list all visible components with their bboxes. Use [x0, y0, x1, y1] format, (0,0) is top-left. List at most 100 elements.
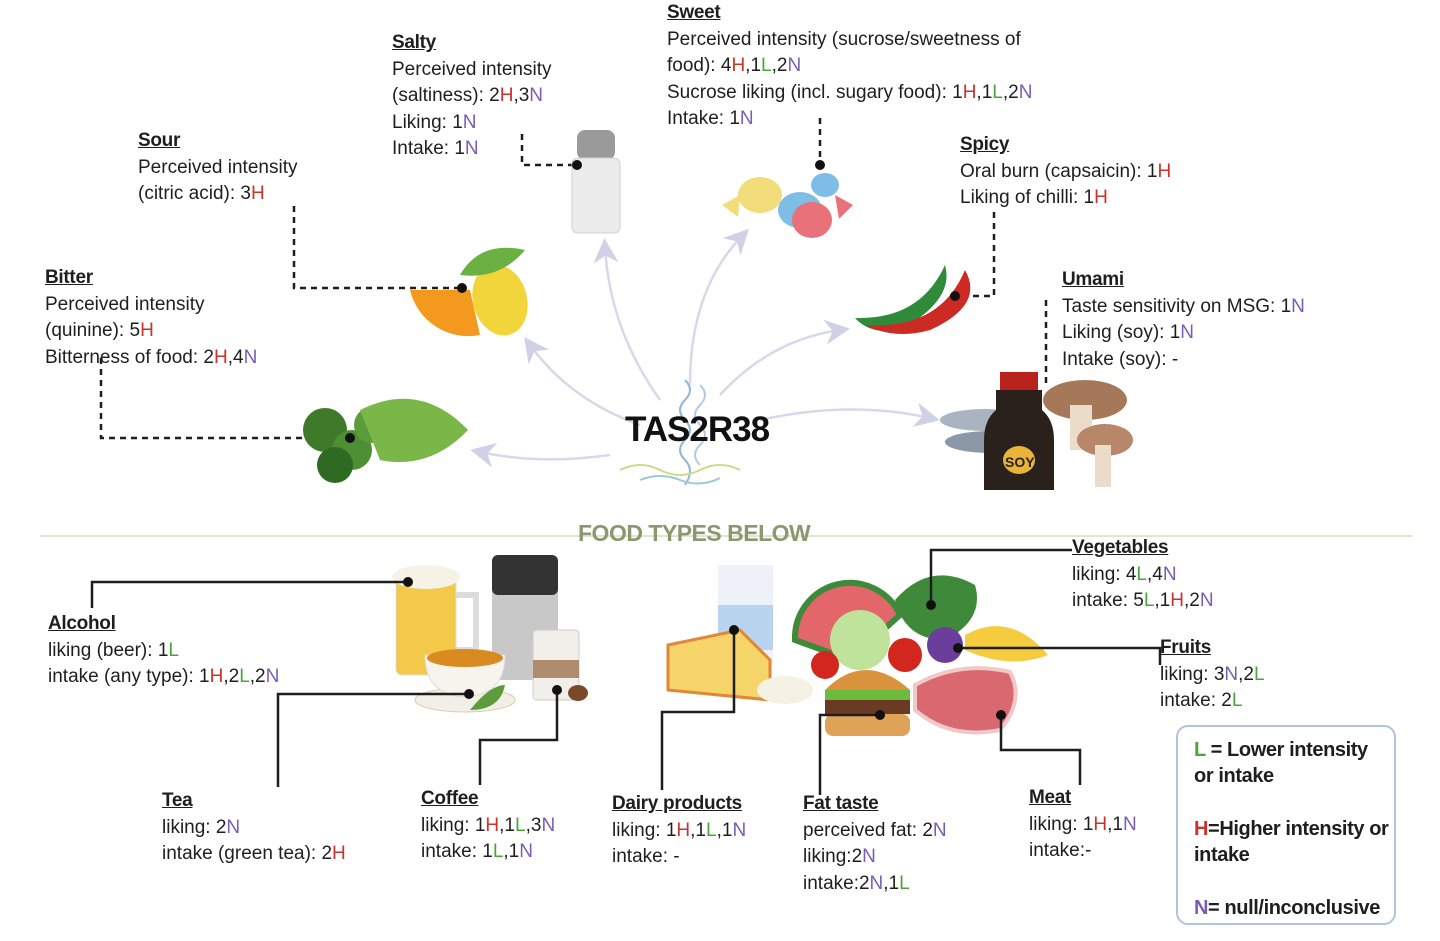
food-coffee: Coffee liking: 1H,1L,3N intake: 1L,1N [421, 786, 555, 866]
taste-sour: Sour Perceived intensity (citric acid): … [138, 128, 297, 208]
result-code: H [485, 814, 500, 836]
taste-line: Perceived intensity [392, 58, 552, 80]
result-code: H [731, 55, 746, 76]
taste-title: Sour [138, 130, 181, 151]
candies-icon [722, 173, 853, 238]
result-code: L [515, 814, 526, 836]
taste-line: Liking (soy): 1N [1062, 322, 1195, 343]
food-fat-taste: Fat taste perceived fat: 2N liking:2N in… [803, 791, 947, 897]
arrow-umami [759, 402, 940, 427]
result-code: N [869, 872, 884, 894]
taste-line: (quinine): 5H [45, 320, 154, 341]
legend-letter: N [1194, 897, 1209, 919]
taste-line: Intake (soy): - [1062, 348, 1179, 370]
taste-bitter: Bitter Perceived intensity (quinine): 5H… [45, 265, 257, 371]
food-vegetables: Vegetables liking: 4L,4N intake: 5L,1H,2… [1072, 535, 1214, 615]
food-tea: Tea liking: 2N intake (green tea): 2H [162, 788, 346, 868]
result-code: H [214, 346, 228, 368]
result-code: N [1123, 813, 1137, 835]
result-code: N [732, 819, 747, 841]
result-code: L [1136, 563, 1147, 585]
food-line: liking (beer): 1L [48, 639, 179, 661]
food-line: intake: 5L,1H,2N [1072, 590, 1214, 611]
taste-line: Oral burn (capsaicin): 1H [960, 160, 1172, 182]
brussels-sprouts-icon [303, 398, 468, 483]
food-title: Coffee [421, 788, 479, 809]
legend-lower: L = Lower intensity or intake [1194, 739, 1368, 787]
taste-line: Intake: 1N [392, 138, 479, 159]
arrow-salty [593, 238, 662, 401]
taste-arrows [470, 228, 940, 468]
chilli-peppers-icon [855, 265, 971, 334]
result-code: H [250, 183, 265, 204]
food-line: intake:- [1029, 840, 1092, 861]
legend-letter: H [1194, 818, 1209, 840]
result-code: L [239, 666, 250, 687]
result-code: N [739, 108, 754, 129]
food-line: intake: 1L,1N [421, 841, 533, 862]
tas2r38-protein-icon [619, 379, 741, 486]
taste-line: Liking: 1N [392, 111, 477, 133]
food-line: intake:2N,1L [803, 872, 910, 894]
taste-title: Spicy [960, 134, 1010, 155]
result-code: H [962, 81, 977, 103]
taste-line: Perceived intensity [45, 293, 205, 315]
taste-title: Bitter [45, 267, 93, 288]
taste-salty: Salty Perceived intensity (saltiness): 2… [392, 30, 551, 163]
result-code: N [787, 55, 802, 76]
food-title: Vegetables [1072, 537, 1169, 558]
taste-sweet: Sweet Perceived intensity (sucrose/sweet… [667, 0, 1032, 133]
result-code: N [529, 85, 544, 106]
taste-title: Sweet [667, 2, 721, 23]
food-dairy: Dairy products liking: 1H,1L,1N intake: … [612, 791, 746, 871]
food-line: liking:2N [803, 846, 876, 867]
taste-line: Taste sensitivity on MSG: 1N [1062, 295, 1305, 317]
arrow-spicy [719, 319, 850, 396]
food-alcohol: Alcohol liking (beer): 1L intake (any ty… [48, 611, 279, 691]
food-title: Dairy products [612, 793, 742, 814]
result-code: H [1093, 813, 1108, 835]
umami-foods-icon: SOY [940, 372, 1133, 490]
taste-line: Liking of chilli: 1H [960, 187, 1108, 208]
food-line: liking: 2N [162, 816, 241, 838]
food-title: Alcohol [48, 613, 116, 634]
food-line: liking: 3N,2L [1160, 663, 1265, 685]
legend-letter: L [1194, 739, 1206, 761]
legend-box: L = Lower intensity or intake H=Higher i… [1176, 725, 1396, 925]
result-code: H [1157, 160, 1172, 182]
arrow-sweet [688, 228, 749, 386]
connector-dots [345, 160, 1006, 720]
result-code: L [168, 639, 179, 661]
result-code: H [209, 666, 224, 687]
taste-line: (citric acid): 3H [138, 183, 265, 204]
result-code: N [226, 816, 241, 838]
citrus-icon [410, 247, 528, 337]
taste-line: Perceived intensity [138, 156, 298, 178]
result-code: L [761, 55, 772, 76]
beverages-icon [392, 555, 588, 713]
salt-shaker-icon [571, 130, 621, 234]
taste-line: (saltiness): 2H,3N [392, 85, 544, 106]
taste-line: Sucrose liking (incl. sugary food): 1H,1… [667, 81, 1033, 103]
food-title: Fruits [1160, 637, 1211, 658]
taste-title: Salty [392, 32, 436, 53]
food-line: intake: - [612, 846, 680, 867]
result-code: L [1254, 663, 1265, 685]
legend-higher: H=Higher intensity or intake [1194, 818, 1389, 866]
food-line: liking: 1H,1N [1029, 813, 1137, 835]
food-line: liking: 1H,1L,3N [421, 814, 556, 836]
result-code: L [492, 841, 504, 862]
taste-umami: Umami Taste sensitivity on MSG: 1N Likin… [1062, 267, 1305, 373]
taste-line: Perceived intensity (sucrose/sweetness o… [667, 28, 1021, 50]
taste-spicy: Spicy Oral burn (capsaicin): 1H Liking o… [960, 132, 1171, 212]
result-code: L [899, 872, 910, 894]
result-code: H [676, 819, 691, 841]
arrow-bitter [470, 442, 611, 468]
gene-title: TAS2R38 [625, 410, 770, 449]
food-title: Fat taste [803, 793, 879, 814]
food-line: liking: 4L,4N [1072, 563, 1177, 585]
food-line: perceived fat: 2N [803, 819, 947, 841]
food-title: Tea [162, 790, 193, 811]
food-connectors [90, 548, 1162, 795]
